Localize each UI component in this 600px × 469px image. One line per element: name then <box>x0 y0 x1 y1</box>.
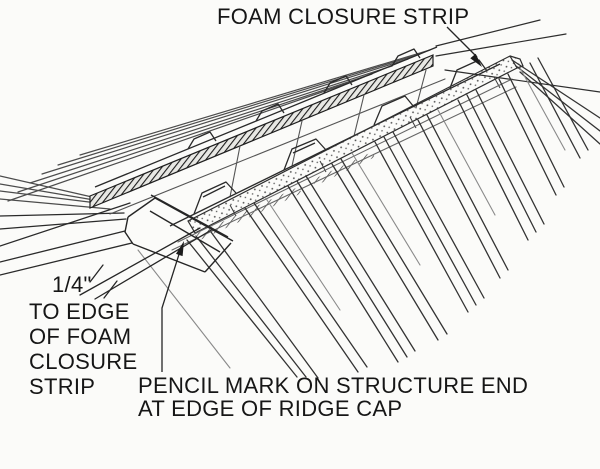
pencil-mark-label-line-2: AT EDGE OF RIDGE CAP <box>138 396 403 421</box>
dimension-note-line-2: OF FOAM <box>29 324 132 349</box>
dimension-note-line-4: STRIP <box>29 374 96 399</box>
quarter-inch-dimension-label: 1/4" <box>52 272 92 297</box>
dimension-lines <box>79 227 214 300</box>
arrowhead-icon <box>470 53 482 67</box>
far-ridge-termination-lines <box>435 19 600 93</box>
foam-closure-strip-label: FOAM CLOSURE STRIP <box>217 4 470 29</box>
far-foam-closure-strip <box>89 54 434 209</box>
ridge-gap-lines <box>109 69 446 215</box>
near-slope-flat-lines <box>137 67 566 369</box>
near-slope-rib-lines <box>186 57 600 379</box>
dimension-note-line-3: CLOSURE <box>29 349 138 374</box>
dimension-tick <box>103 280 118 299</box>
near-foam-closure-strip <box>187 55 524 234</box>
dimension-tick <box>89 264 104 283</box>
pencil-mark-label-line-1: PENCIL MARK ON STRUCTURE END <box>138 373 529 398</box>
far-panel-edge <box>94 46 438 188</box>
arrowhead-icon <box>176 241 184 257</box>
ridge-cap-end <box>124 194 234 273</box>
dimension-note-line-1: TO EDGE <box>29 299 130 324</box>
left-gable-lines <box>0 202 133 276</box>
pencil-mark-leader <box>161 241 184 372</box>
foam-strip-leader <box>446 26 482 67</box>
far-slope-lines <box>0 49 431 210</box>
panel-fold-lines <box>171 78 517 251</box>
